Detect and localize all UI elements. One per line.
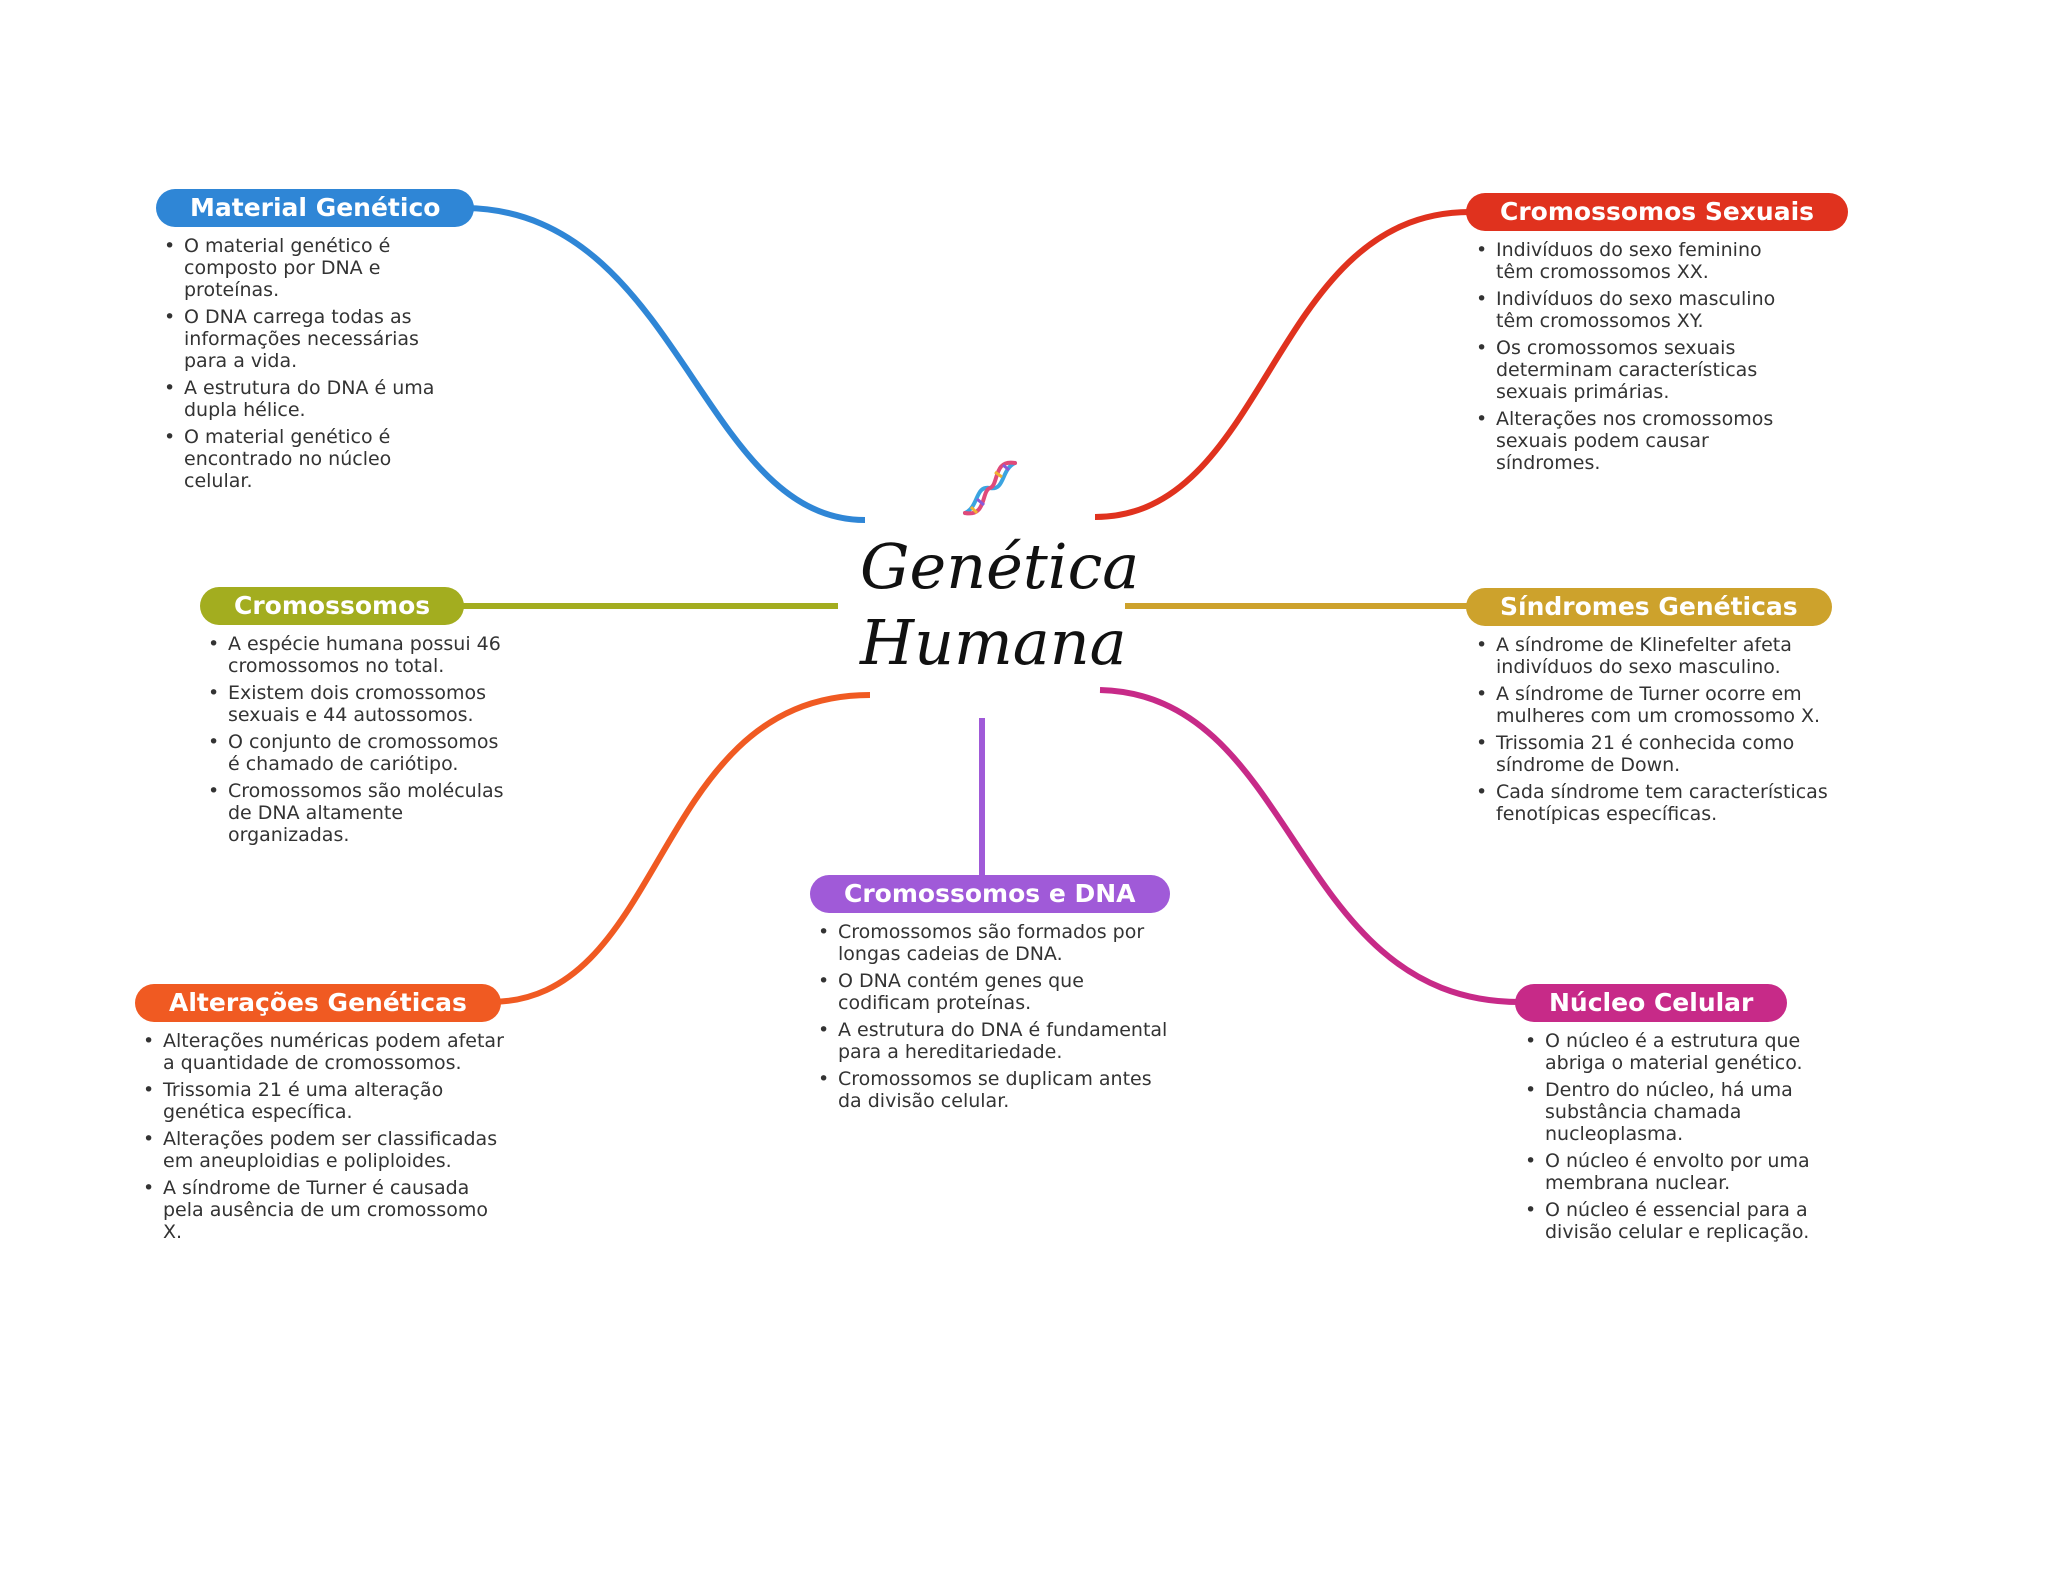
alteracoes-geneticas-title[interactable]: Alterações Genéticas	[135, 984, 501, 1022]
branch-cromossomos: Cromossomos A espécie humana possui 46 c…	[200, 587, 510, 851]
dna-helix-icon	[963, 460, 1017, 516]
list-item: A síndrome de Turner é causada pela ausê…	[139, 1177, 511, 1243]
list-item: Indivíduos do sexo masculino têm cromoss…	[1472, 288, 1792, 332]
cromossomos-sexuais-list: Indivíduos do sexo feminino têm cromosso…	[1472, 239, 1792, 474]
list-item: A estrutura do DNA é fundamental para a …	[814, 1019, 1174, 1063]
branch-material-genetico: Material Genético O material genético é …	[156, 189, 475, 497]
branch-sindromes-geneticas: Síndromes Genéticas A síndrome de Klinef…	[1466, 588, 1856, 830]
connector-nucleo-celular	[1099, 687, 1521, 1005]
list-item: O DNA carrega todas as informações neces…	[160, 306, 456, 372]
list-item: A síndrome de Turner ocorre em mulheres …	[1472, 683, 1852, 727]
list-item: A espécie humana possui 46 cromossomos n…	[204, 633, 504, 677]
nucleo-celular-title[interactable]: Núcleo Celular	[1515, 984, 1788, 1022]
list-item: A estrutura do DNA é uma dupla hélice.	[160, 377, 456, 421]
branch-nucleo-celular: Núcleo Celular O núcleo é a estrutura qu…	[1515, 984, 1835, 1248]
list-item: O núcleo é essencial para a divisão celu…	[1521, 1199, 1821, 1243]
list-item: O conjunto de cromossomos é chamado de c…	[204, 731, 504, 775]
list-item: Dentro do núcleo, há uma substância cham…	[1521, 1079, 1821, 1145]
nucleo-celular-list: O núcleo é a estrutura que abriga o mate…	[1521, 1030, 1821, 1243]
list-item: Alterações nos cromossomos sexuais podem…	[1472, 408, 1792, 474]
cromossomos-title[interactable]: Cromossomos	[200, 587, 465, 625]
alteracoes-geneticas-list: Alterações numéricas podem afetar a quan…	[139, 1030, 511, 1243]
list-item: Cada síndrome tem características fenotí…	[1472, 781, 1852, 825]
list-item: Trissomia 21 é uma alteração genética es…	[139, 1079, 511, 1123]
branch-cromossomos-dna: Cromossomos e DNA Cromossomos são formad…	[810, 875, 1180, 1117]
branch-cromossomos-sexuais: Cromossomos Sexuais Indivíduos do sexo f…	[1466, 193, 1849, 479]
list-item: Os cromossomos sexuais determinam caract…	[1472, 337, 1792, 403]
list-item: O núcleo é a estrutura que abriga o mate…	[1521, 1030, 1821, 1074]
connector-alteracoes-geneticas	[489, 692, 871, 1005]
list-item: Alterações podem ser classificadas em an…	[139, 1128, 511, 1172]
list-item: Existem dois cromossomos sexuais e 44 au…	[204, 682, 504, 726]
connector-cromossomos-sexuais	[1094, 209, 1471, 520]
connector-material-genetico	[464, 205, 866, 523]
list-item: O material genético é composto por DNA e…	[160, 235, 456, 301]
central-title-line-2: Humana	[860, 606, 1127, 679]
cromossomos-dna-list: Cromossomos são formados por longas cade…	[814, 921, 1174, 1112]
list-item: O núcleo é envolto por uma membrana nucl…	[1521, 1150, 1821, 1194]
sindromes-geneticas-title[interactable]: Síndromes Genéticas	[1466, 588, 1832, 626]
list-item: O material genético é encontrado no núcl…	[160, 426, 456, 492]
list-item: Cromossomos são moléculas de DNA altamen…	[204, 780, 504, 846]
branch-alteracoes-geneticas: Alterações Genéticas Alterações numérica…	[135, 984, 515, 1248]
list-item: Indivíduos do sexo feminino têm cromosso…	[1472, 239, 1792, 283]
central-topic: Genética Humana	[860, 455, 1140, 681]
material-genetico-list: O material genético é composto por DNA e…	[160, 235, 456, 492]
cromossomos-dna-title[interactable]: Cromossomos e DNA	[810, 875, 1170, 913]
list-item: Cromossomos se duplicam antes da divisão…	[814, 1068, 1174, 1112]
list-item: Cromossomos são formados por longas cade…	[814, 921, 1174, 965]
central-title-line-1: Genética	[860, 530, 1140, 603]
cromossomos-list: A espécie humana possui 46 cromossomos n…	[204, 633, 504, 846]
material-genetico-title[interactable]: Material Genético	[156, 189, 475, 227]
sindromes-geneticas-list: A síndrome de Klinefelter afeta indivídu…	[1472, 634, 1852, 825]
list-item: Alterações numéricas podem afetar a quan…	[139, 1030, 511, 1074]
list-item: A síndrome de Klinefelter afeta indivídu…	[1472, 634, 1852, 678]
list-item: Trissomia 21 é conhecida como síndrome d…	[1472, 732, 1852, 776]
cromossomos-sexuais-title[interactable]: Cromossomos Sexuais	[1466, 193, 1849, 231]
list-item: O DNA contém genes que codificam proteín…	[814, 970, 1174, 1014]
